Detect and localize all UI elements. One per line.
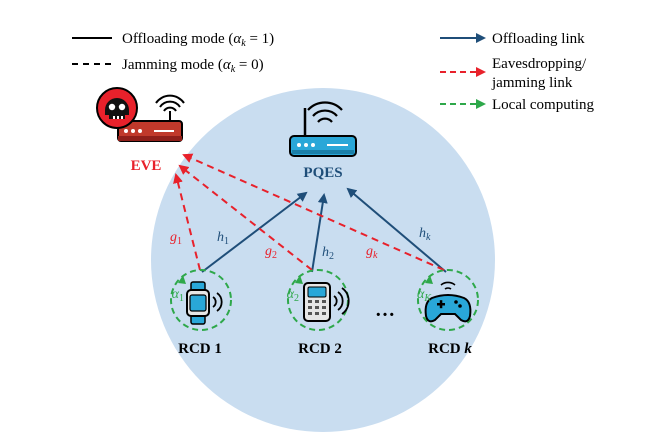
pqes-node: PQES bbox=[289, 101, 357, 181]
label-g1: g1 bbox=[170, 230, 182, 247]
label-gk: gk bbox=[366, 244, 378, 261]
local-computing-arrow-1 bbox=[178, 275, 186, 284]
label-h2: h2 bbox=[322, 245, 334, 262]
eavesdropping-link-1 bbox=[173, 173, 201, 271]
coverage-cell bbox=[151, 88, 495, 432]
local-computing-loop-k bbox=[417, 269, 479, 331]
local-computing-arrow-k bbox=[425, 275, 433, 284]
legend-eavesdropping-line2: jamming link bbox=[491, 75, 573, 91]
rcd-k-label: RCD k bbox=[428, 341, 472, 357]
alpha-2: α2 bbox=[287, 287, 299, 304]
legend-offloading-link: Offloading link bbox=[492, 31, 585, 47]
rcd-ellipsis: … bbox=[375, 299, 395, 321]
local-computing-arrow-2 bbox=[295, 275, 303, 284]
eavesdropping-link-2 bbox=[178, 164, 313, 271]
router-icon bbox=[289, 101, 357, 157]
offloading-link-k bbox=[346, 187, 447, 273]
legend: Offloading mode (αk = 1) Jamming mode (α… bbox=[72, 31, 595, 113]
rcd-1-node: α1 RCD 1 bbox=[170, 269, 232, 357]
eve-node: EVE bbox=[96, 87, 185, 174]
label-g2: g2 bbox=[265, 244, 277, 261]
label-h1: h1 bbox=[217, 230, 229, 247]
legend-offloading-mode: Offloading mode (αk = 1) bbox=[122, 31, 274, 49]
eve-label: EVE bbox=[131, 158, 162, 174]
pqes-label: PQES bbox=[303, 165, 342, 181]
offloading-link-2 bbox=[311, 193, 328, 273]
skull-router-icon bbox=[96, 87, 185, 142]
alpha-1: α1 bbox=[172, 287, 184, 304]
rcd-1-label: RCD 1 bbox=[178, 341, 222, 357]
legend-jamming-mode: Jamming mode (αk = 0) bbox=[122, 57, 264, 75]
rcd-k-node: αK RCD k bbox=[417, 269, 479, 357]
gamepad-icon bbox=[424, 281, 472, 323]
legend-eavesdropping-line1: Eavesdropping/ bbox=[492, 56, 587, 72]
label-hk: hk bbox=[419, 226, 431, 243]
rcd-2-label: RCD 2 bbox=[298, 341, 342, 357]
rcd-2-node: α2 RCD 2 bbox=[287, 269, 350, 357]
pos-terminal-icon bbox=[303, 282, 350, 322]
local-computing-loop-1 bbox=[170, 269, 232, 331]
offloading-link-1 bbox=[201, 191, 308, 273]
eavesdropping-links bbox=[173, 153, 445, 271]
offloading-links bbox=[201, 187, 447, 273]
alpha-k: αK bbox=[417, 287, 432, 304]
smartwatch-icon bbox=[186, 281, 223, 325]
legend-local-computing: Local computing bbox=[492, 97, 595, 113]
link-labels: h1 h2 hk g1 g2 gk bbox=[170, 226, 431, 262]
